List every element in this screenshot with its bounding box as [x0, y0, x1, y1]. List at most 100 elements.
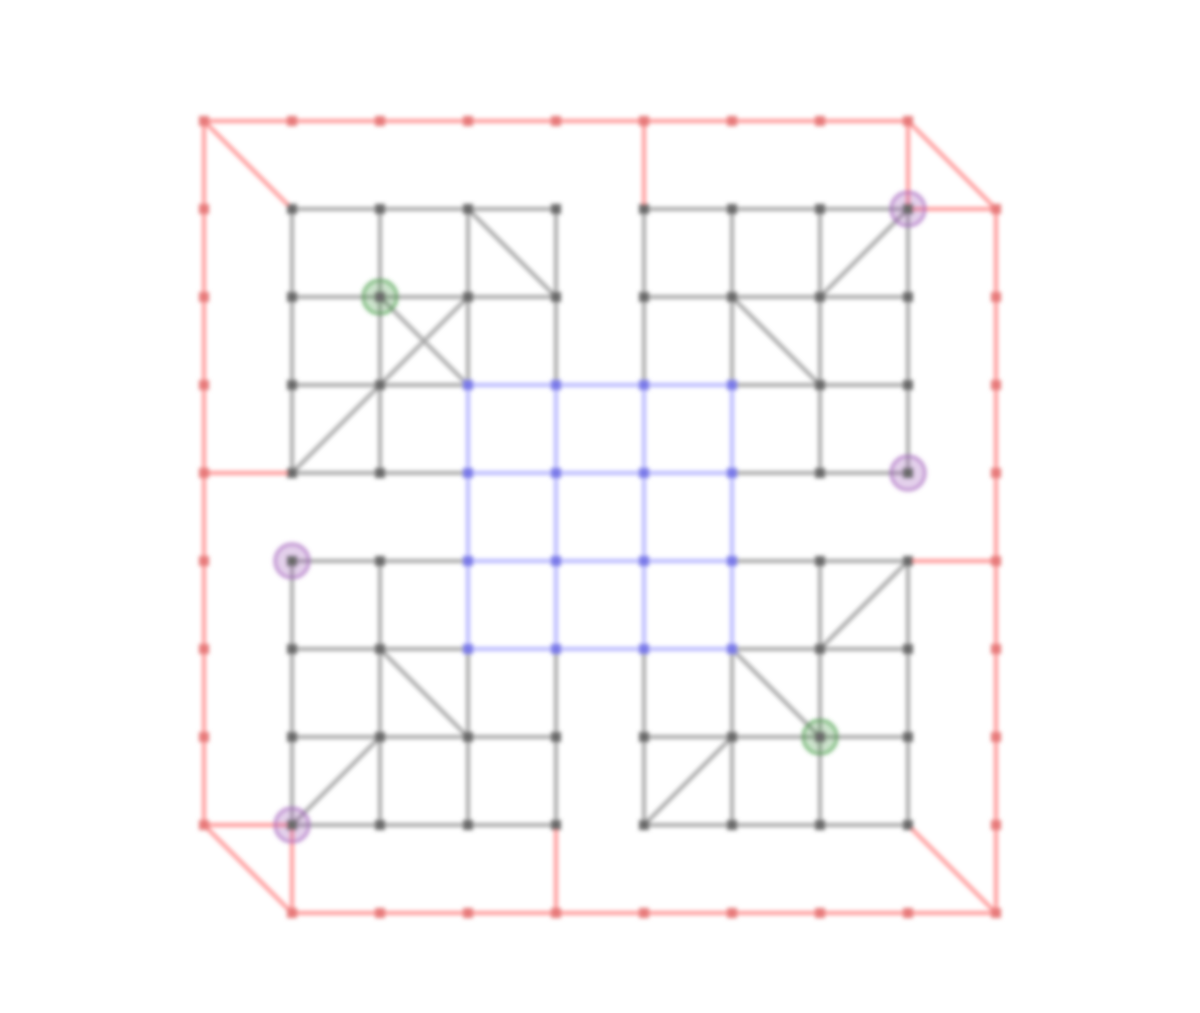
grid-node — [375, 468, 385, 478]
grid-node — [287, 380, 297, 390]
grid-node — [903, 468, 913, 478]
grid-node — [815, 644, 825, 654]
grid-node — [375, 644, 385, 654]
outer-frame-node — [199, 644, 209, 654]
grid-node — [375, 556, 385, 566]
grid-node — [287, 292, 297, 302]
grid-diagonal-edge — [818, 559, 910, 651]
outer-frame-edge — [202, 119, 294, 211]
outer-frame-node — [991, 292, 1001, 302]
outer-frame-node — [375, 116, 385, 126]
outer-frame-node — [991, 468, 1001, 478]
outer-frame-node — [991, 644, 1001, 654]
outer-frame-node — [991, 204, 1001, 214]
grid-node — [903, 292, 913, 302]
grid-node — [903, 644, 913, 654]
grid-node — [287, 644, 297, 654]
center-node — [551, 556, 561, 566]
grid-node — [463, 292, 473, 302]
outer-frame-node — [463, 116, 473, 126]
grid-node — [287, 556, 297, 566]
outer-frame-node — [463, 908, 473, 918]
outer-frame-node — [727, 116, 737, 126]
center-node — [727, 380, 737, 390]
center-node — [727, 468, 737, 478]
grid-node — [727, 292, 737, 302]
grid-node — [727, 820, 737, 830]
grid-node — [551, 732, 561, 742]
center-node — [551, 380, 561, 390]
grid-node — [903, 820, 913, 830]
grid-diagonal-edge — [730, 647, 822, 739]
grid-diagonal-edge — [642, 735, 734, 827]
outer-frame-node — [639, 116, 649, 126]
outer-frame-node — [815, 908, 825, 918]
outer-frame-node — [287, 908, 297, 918]
outer-frame-edge — [906, 119, 998, 211]
center-node — [639, 556, 649, 566]
center-node — [463, 556, 473, 566]
outer-frame-node — [287, 116, 297, 126]
grid-diagonal-edge — [818, 207, 910, 299]
grid-node — [375, 204, 385, 214]
grid-node — [815, 732, 825, 742]
grid-edges — [290, 207, 910, 827]
grid-node — [287, 204, 297, 214]
grid-node — [287, 732, 297, 742]
grid-node — [287, 820, 297, 830]
grid-node — [287, 468, 297, 478]
grid-node — [815, 468, 825, 478]
grid-diagonal-edge — [378, 295, 470, 387]
outer-frame-node — [551, 908, 561, 918]
outer-frame-node — [199, 116, 209, 126]
grid-diagonal-edge — [290, 383, 382, 475]
outer-frame-node — [639, 908, 649, 918]
center-node — [463, 380, 473, 390]
outer-frame-node — [991, 732, 1001, 742]
graph-nodes — [199, 116, 1001, 918]
grid-node — [727, 732, 737, 742]
outer-frame-node — [903, 908, 913, 918]
outer-frame-node — [991, 908, 1001, 918]
outer-frame-node — [199, 380, 209, 390]
center-node — [463, 468, 473, 478]
center-node — [639, 468, 649, 478]
outer-frame-node — [815, 116, 825, 126]
grid-node — [639, 204, 649, 214]
center-node — [727, 644, 737, 654]
outer-frame-node — [199, 292, 209, 302]
grid-node — [463, 732, 473, 742]
outer-frame-node — [199, 468, 209, 478]
center-node — [463, 644, 473, 654]
center-node — [727, 556, 737, 566]
center-node — [639, 380, 649, 390]
grid-node — [815, 820, 825, 830]
grid-node — [463, 820, 473, 830]
outer-frame-edge — [202, 823, 294, 915]
grid-node — [375, 380, 385, 390]
grid-node — [815, 556, 825, 566]
outer-frame-node — [375, 908, 385, 918]
grid-node — [551, 820, 561, 830]
grid-node — [375, 820, 385, 830]
grid-node — [551, 292, 561, 302]
outer-frame-node — [199, 820, 209, 830]
center-node — [551, 468, 561, 478]
grid-node — [815, 380, 825, 390]
outer-frame-node — [199, 204, 209, 214]
outer-frame-node — [991, 556, 1001, 566]
grid-diagonal-edge — [290, 735, 382, 827]
grid-node — [727, 204, 737, 214]
grid-node — [903, 380, 913, 390]
center-node — [551, 644, 561, 654]
outer-frame-node — [199, 556, 209, 566]
outer-frame-edge — [906, 823, 998, 915]
grid-node — [903, 732, 913, 742]
outer-frame-node — [903, 116, 913, 126]
grid-node — [375, 292, 385, 302]
center-node — [639, 644, 649, 654]
center-block-edges — [466, 383, 734, 651]
grid-node — [551, 204, 561, 214]
grid-node — [903, 556, 913, 566]
grid-node — [815, 292, 825, 302]
